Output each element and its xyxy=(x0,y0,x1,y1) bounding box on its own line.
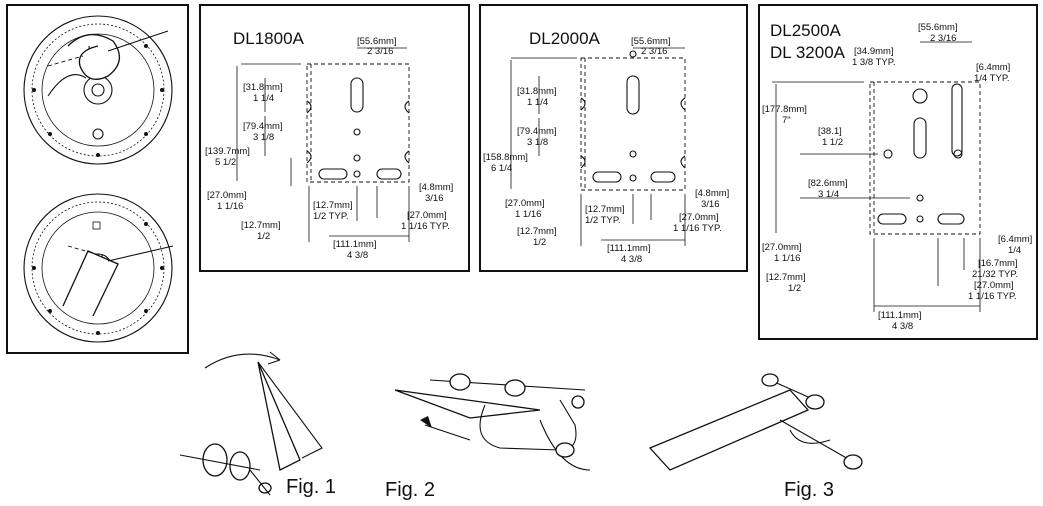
fig3-illustration xyxy=(648,373,863,471)
dim-slot-in: 1 3/8 TYP. xyxy=(852,57,896,68)
mounting-plate xyxy=(306,63,410,183)
dl2000a-panel: DL2000A [55.6mm] 2 3/16 [31.8mm] 1 1/4 [… xyxy=(479,4,748,272)
dim-slotw-in: 1/4 TYP. xyxy=(974,73,1010,84)
dim-slotw-mm: [6.4mm] xyxy=(976,62,1010,73)
dim-top-width-mm: [55.6mm] xyxy=(918,22,958,33)
dim-mid-in: 3 1/8 xyxy=(253,132,274,143)
dim-edge-in: 1/4 xyxy=(1008,245,1021,256)
dim-low-in: 1 1/16 xyxy=(515,209,541,220)
dl2000a-title: DL2000A xyxy=(529,29,601,48)
dim-typ27-in: 1 1/16 TYP. xyxy=(968,291,1017,302)
mounting-plate xyxy=(580,57,686,191)
dim-slot-mm: [31.8mm] xyxy=(243,82,283,93)
dim-width-mm: [111.1mm] xyxy=(333,239,376,250)
dim-height-in: 5 1/2 xyxy=(215,157,236,168)
dim-typ12-in: 1/2 TYP. xyxy=(313,211,349,222)
top-disc xyxy=(23,15,173,165)
dim-height-mm: [139.7mm] xyxy=(205,146,250,157)
dim-slot-in: 1 1/4 xyxy=(527,97,548,108)
dim-top-width-in: 2 3/16 xyxy=(367,46,393,57)
dim-typ16-mm: [16.7mm] xyxy=(978,258,1018,269)
dim-off-mm: [12.7mm] xyxy=(241,220,281,231)
dim-mid-in: 3 1/8 xyxy=(527,137,548,148)
dim-mid-in: 3 1/4 xyxy=(818,189,839,200)
fig2-illustration xyxy=(394,373,591,471)
dim-width-in: 4 3/8 xyxy=(621,254,642,265)
dim-typ27-mm: [27.0mm] xyxy=(679,212,719,223)
fig2-label: Fig. 2 xyxy=(385,479,435,501)
fig3-label: Fig. 3 xyxy=(784,479,834,501)
dim-top-width-mm: [55.6mm] xyxy=(631,36,671,47)
dim-edge-in: 3/16 xyxy=(701,199,720,210)
dim-low-in: 1 1/16 xyxy=(217,201,243,212)
dim-width-in: 4 3/8 xyxy=(347,250,368,261)
dim-edge-in: 3/16 xyxy=(425,193,444,204)
dim-upper-in: 1 1/2 xyxy=(822,137,843,148)
dim-upper-mm: [38.1] xyxy=(818,126,842,137)
bottom-disc xyxy=(23,193,174,343)
dim-typ27-mm: [27.0mm] xyxy=(407,210,447,221)
dim-height-in: 6 1/4 xyxy=(491,163,512,174)
dim-mid-mm: [79.4mm] xyxy=(517,126,557,137)
dl2000a-drawing: DL2000A [55.6mm] 2 3/16 [31.8mm] 1 1/4 [… xyxy=(483,29,729,265)
dim-low-mm: [27.0mm] xyxy=(505,198,545,209)
dim-top-width-in: 2 3/16 xyxy=(930,33,956,44)
dim-top-width-mm: [55.6mm] xyxy=(357,36,397,47)
dim-slot-mm: [34.9mm] xyxy=(854,46,894,57)
dl1800a-panel: DL1800A [55.6mm] 2 3/16 [31.8mm] 1 1/4 [… xyxy=(199,4,470,272)
dim-typ27-mm: [27.0mm] xyxy=(974,280,1014,291)
wiring-diagram-svg xyxy=(23,15,174,343)
dim-off-in: 1/2 xyxy=(788,283,801,294)
dim-edge-mm: [6.4mm] xyxy=(998,234,1032,245)
dl2500a-panel: DL2500A DL 3200A [55.6mm] 2 3/16 [34.9mm… xyxy=(758,4,1038,340)
dim-width-mm: [111.1mm] xyxy=(878,310,921,321)
dl2500a-title-1: DL2500A xyxy=(770,21,842,40)
dim-off-mm: [12.7mm] xyxy=(766,272,806,283)
dim-low-mm: [27.0mm] xyxy=(762,242,802,253)
dim-low-in: 1 1/16 xyxy=(774,253,800,264)
dim-height-mm: [158.8mm] xyxy=(483,152,528,163)
dim-typ27-in: 1 1/16 TYP. xyxy=(673,223,722,234)
dl1800a-title: DL1800A xyxy=(233,29,305,48)
dim-edge-mm: [4.8mm] xyxy=(419,182,453,193)
dim-mid-mm: [82.6mm] xyxy=(808,178,848,189)
dim-mid-mm: [79.4mm] xyxy=(243,121,283,132)
dim-off-in: 1/2 xyxy=(533,237,546,248)
mounting-plate xyxy=(869,81,981,235)
wiring-diagram-panel xyxy=(6,4,189,354)
dl2500a-title-2: DL 3200A xyxy=(770,43,846,62)
dim-typ12-mm: [12.7mm] xyxy=(585,204,625,215)
fig1-illustration xyxy=(179,351,323,496)
top-slot xyxy=(350,77,364,113)
dim-width-mm: [111.1mm] xyxy=(607,243,650,254)
dim-height-in: 7" xyxy=(782,115,791,126)
dim-slot-mm: [31.8mm] xyxy=(517,86,557,97)
dim-low-mm: [27.0mm] xyxy=(207,190,247,201)
fig1-label: Fig. 1 xyxy=(286,476,336,498)
dim-off-mm: [12.7mm] xyxy=(517,226,557,237)
dl1800a-drawing: DL1800A [55.6mm] 2 3/16 [31.8mm] 1 1/4 [… xyxy=(205,29,453,261)
dim-slot-in: 1 1/4 xyxy=(253,93,274,104)
dim-width-in: 4 3/8 xyxy=(892,321,913,332)
dim-edge-mm: [4.8mm] xyxy=(695,188,729,199)
dim-typ16-in: 21/32 TYP. xyxy=(972,269,1018,280)
dim-off-in: 1/2 xyxy=(257,231,270,242)
dim-typ27-in: 1 1/16 TYP. xyxy=(401,221,450,232)
dim-typ12-mm: [12.7mm] xyxy=(313,200,353,211)
dim-top-width-in: 2 3/16 xyxy=(641,46,667,57)
dim-height-mm: [177.8mm] xyxy=(762,104,807,115)
dl2500a-drawing: DL2500A DL 3200A [55.6mm] 2 3/16 [34.9mm… xyxy=(762,21,1032,332)
dim-typ12-in: 1/2 TYP. xyxy=(585,215,621,226)
